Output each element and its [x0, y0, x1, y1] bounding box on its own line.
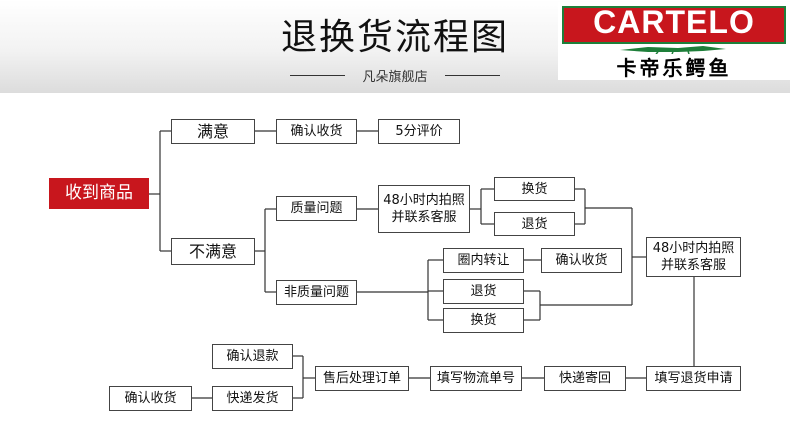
- node-return-a: 退货: [494, 212, 575, 236]
- node-exchange-a: 换货: [494, 177, 575, 201]
- node-resell: 圈内转让: [443, 248, 524, 273]
- node-express-send-back: 快递寄回: [544, 366, 626, 391]
- node-unsatisfied: 不满意: [171, 238, 255, 265]
- logo-band: [562, 6, 786, 44]
- node-non-quality-issue: 非质量问题: [276, 280, 357, 305]
- store-name: 凡朵旗舰店: [362, 70, 428, 85]
- node-confirm-receipt-1: 确认收货: [276, 119, 357, 144]
- brand-logo: CARTELO 卡帝乐鳄鱼: [558, 2, 790, 80]
- node-quality-issue: 质量问题: [276, 196, 357, 221]
- logo-cn-name: 卡帝乐鳄鱼: [616, 56, 732, 80]
- subtitle-rule-right: [445, 75, 500, 76]
- node-confirm-receipt-2: 确认收货: [541, 248, 622, 273]
- node-photo-contact-a: 48小时内拍照 并联系客服: [378, 185, 470, 233]
- subtitle-rule-left: [290, 75, 345, 76]
- header-banner: 退换货流程图 凡朵旗舰店 CARTELO 卡帝乐鳄鱼: [0, 0, 790, 93]
- node-fill-tracking-number: 填写物流单号: [430, 366, 522, 391]
- crocodile-icon: [620, 46, 726, 54]
- node-return-b: 退货: [443, 279, 524, 304]
- page-title: 退换货流程图: [280, 17, 509, 58]
- node-aftersale-processing: 售后处理订单: [315, 366, 409, 391]
- node-confirm-refund: 确认退款: [212, 344, 293, 369]
- node-confirm-receipt-3: 确认收货: [109, 386, 192, 411]
- node-receive-goods: 收到商品: [49, 178, 149, 209]
- node-fill-return-form: 填写退货申请: [646, 366, 741, 391]
- node-five-star-rating: 5分评价: [378, 119, 460, 144]
- logo-wordmark: CARTELO: [593, 4, 755, 40]
- node-exchange-b: 换货: [443, 308, 524, 333]
- node-satisfied: 满意: [171, 119, 255, 144]
- node-ship-goods: 快递发货: [212, 386, 293, 411]
- node-photo-contact-b: 48小时内拍照 并联系客服: [646, 237, 741, 277]
